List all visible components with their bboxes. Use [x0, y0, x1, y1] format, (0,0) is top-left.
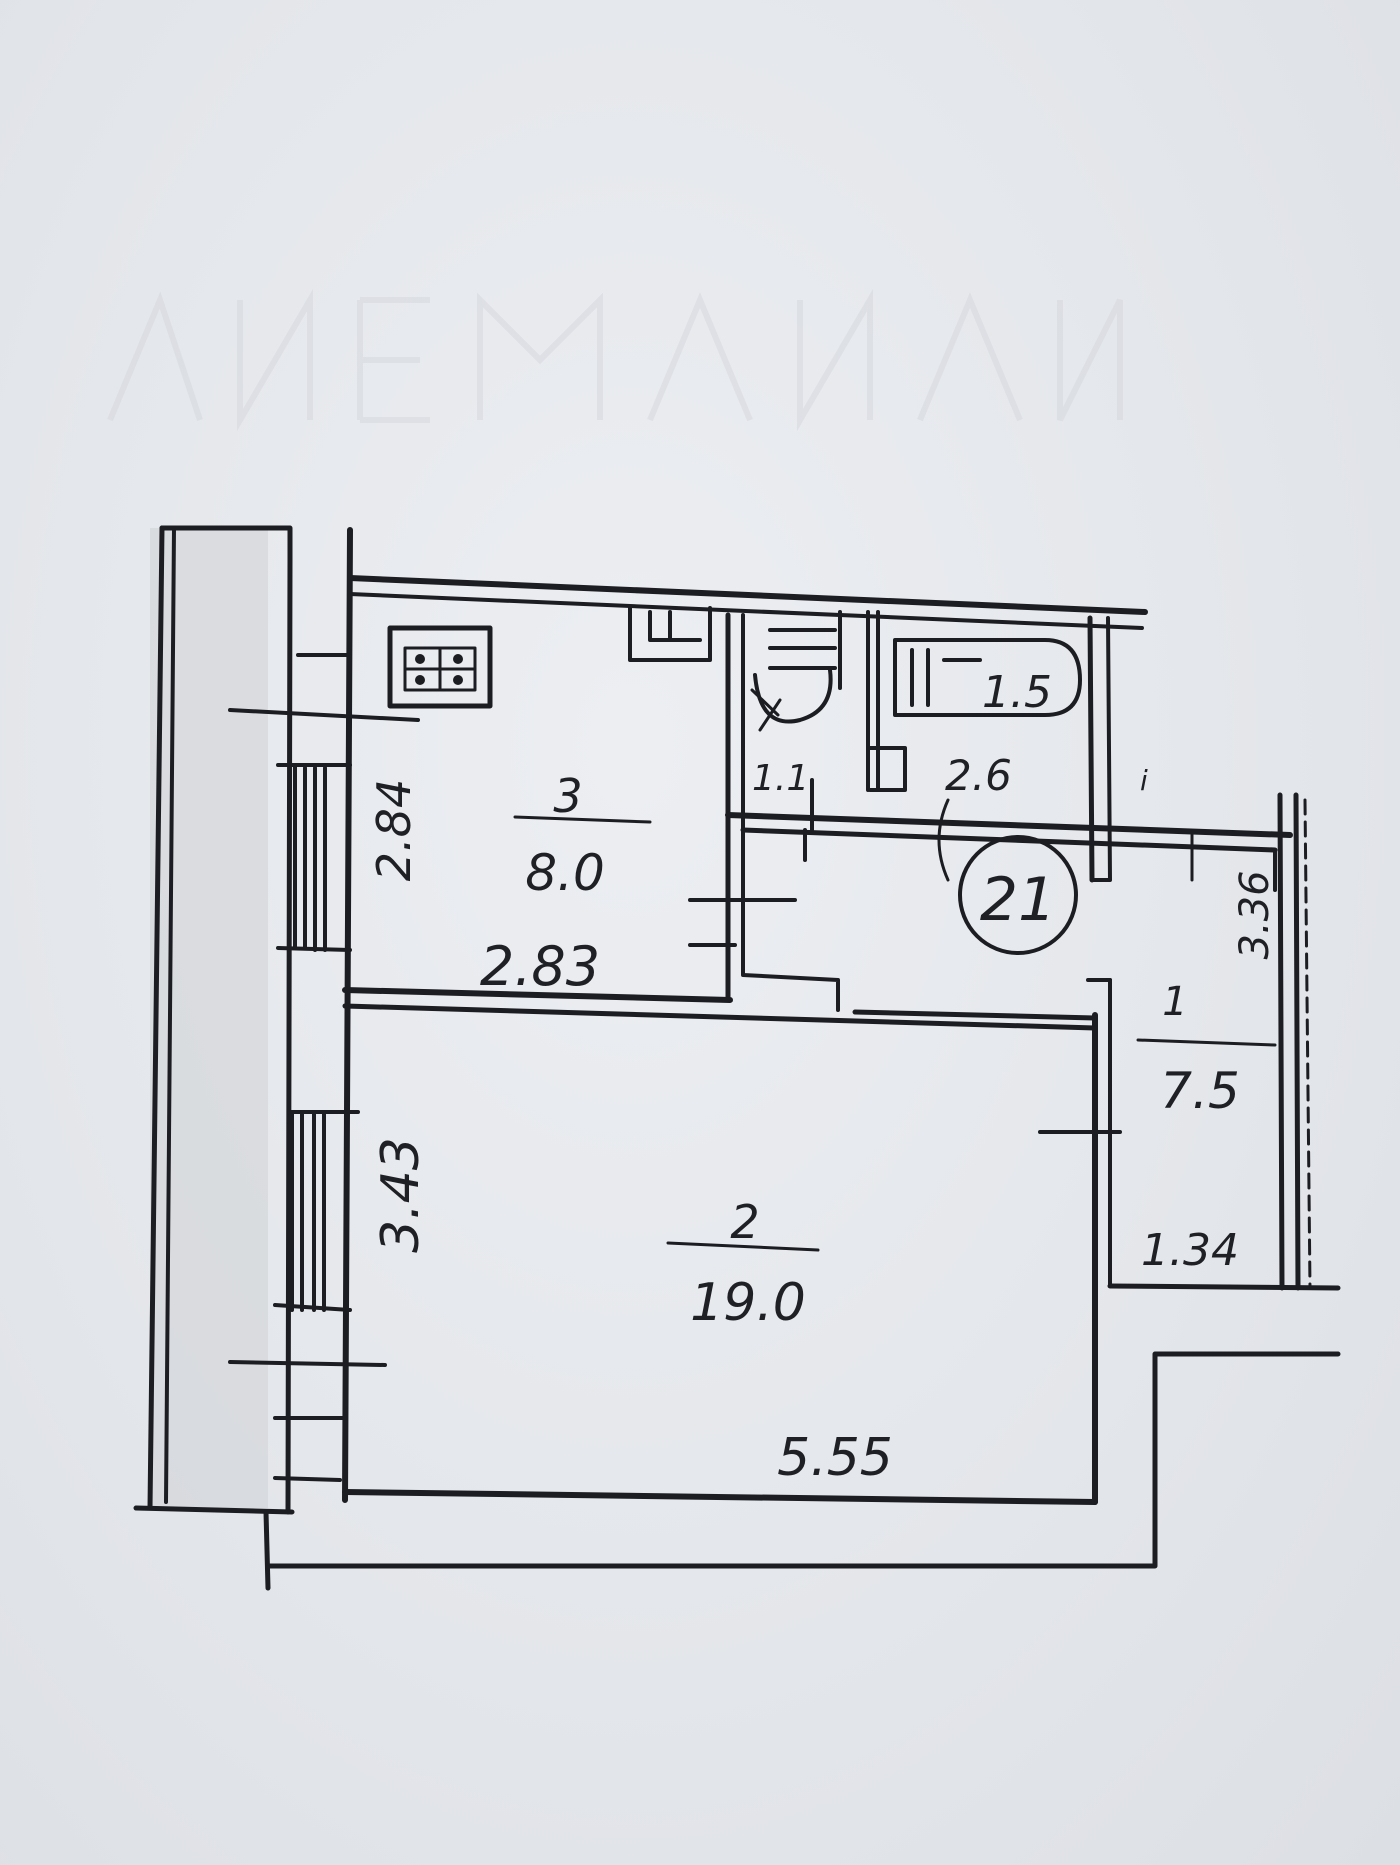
circled-mark: 21: [958, 835, 1078, 955]
living-depth-dimension: 3.43: [371, 1137, 431, 1253]
hall-depth-dimension: 3.36: [1232, 870, 1278, 959]
stove: [387, 625, 493, 709]
room-area-living: 19.0: [690, 1273, 806, 1333]
windows: [228, 653, 420, 1482]
bathroom-area: 2.6: [945, 751, 1012, 800]
room-number-hall: 1: [1162, 979, 1187, 1025]
toilet: [750, 628, 837, 732]
kitchen-width-dimension: 2.83: [480, 935, 600, 998]
room-area-hall: 7.5: [1160, 1062, 1240, 1120]
hall-width-dimension: 1.34: [1141, 1225, 1239, 1276]
toilet-area: 1.1: [752, 758, 809, 799]
room-number-living: 2: [730, 1195, 759, 1249]
room-label-kitchen: 3 8.0: [513, 769, 652, 902]
faint-background-marks: [107, 288, 1123, 432]
room-area-kitchen: 8.0: [525, 844, 605, 902]
kitchen-depth-dimension: 2.84: [367, 779, 421, 881]
living-width-dimension: 5.55: [777, 1428, 893, 1488]
wet-room-areas: 1.1 2.6 i: [752, 751, 1148, 800]
balcony-outline: [265, 1351, 1341, 1569]
exterior-wall-left: [133, 525, 295, 1591]
room-label-living: 2 19.0: [666, 1195, 820, 1333]
room-label-hall: 1 7.5: [1136, 979, 1277, 1120]
bathtub: 1.5: [868, 638, 1082, 792]
dimension-labels: 2.83 2.84 3.43 5.55 3.36 1.34: [367, 779, 1278, 1488]
door-marks: [688, 778, 1277, 1134]
kitchen-sink: [628, 606, 712, 662]
small-mark: i: [1140, 764, 1148, 797]
room-number-kitchen: 3: [553, 769, 582, 823]
circled-mark-text: 21: [980, 865, 1056, 935]
bathtub-mark: 1.5: [982, 667, 1052, 718]
